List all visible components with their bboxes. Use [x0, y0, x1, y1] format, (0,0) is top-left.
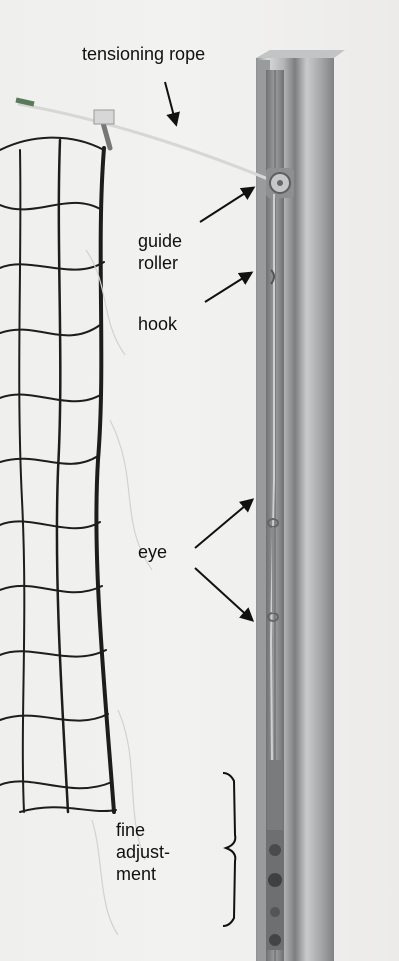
fine-adjustment-brace	[223, 773, 235, 926]
guide-roller	[266, 168, 294, 198]
tensioning-rope	[16, 100, 280, 184]
arrow-guide-roller	[200, 188, 253, 222]
callout-arrows	[165, 82, 253, 926]
label-fine-line1: fine	[116, 819, 170, 841]
label-tensioning-rope: tensioning rope	[82, 43, 205, 65]
label-hook: hook	[138, 313, 177, 335]
label-guide-line1: guide	[138, 230, 182, 252]
label-eye: eye	[138, 541, 167, 563]
arrow-hook	[205, 273, 251, 302]
arrow-eye-upper	[195, 500, 252, 548]
label-fine-line2: adjust-	[116, 841, 170, 863]
label-roller-line2: roller	[138, 252, 182, 274]
label-guide-roller: guide roller	[138, 230, 182, 274]
volleyball-net	[0, 110, 116, 812]
label-fine-line3: ment	[116, 863, 170, 885]
arrow-tensioning-rope	[165, 82, 176, 124]
arrow-eye-lower	[195, 568, 252, 620]
label-fine-adjustment: fine adjust- ment	[116, 819, 170, 885]
fine-adjustment-mechanism	[266, 760, 284, 950]
